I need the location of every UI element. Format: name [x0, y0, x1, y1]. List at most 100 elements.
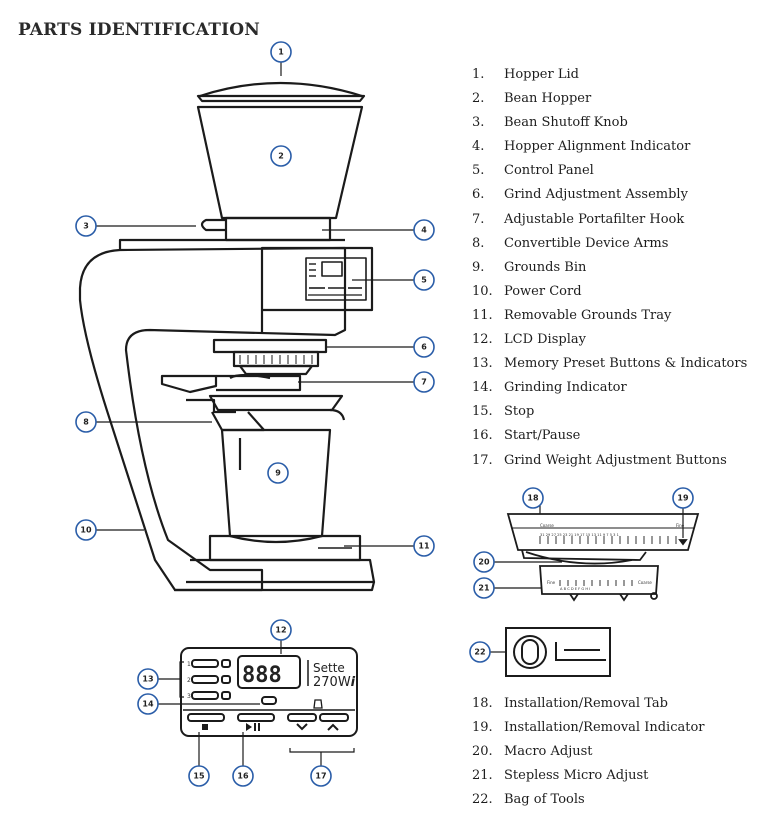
part-number: 7. [472, 211, 485, 227]
part-list-item: 3.Bean Shutoff Knob [472, 111, 747, 135]
callout-12: 12 [275, 626, 286, 635]
part-number: 17. [472, 452, 493, 468]
part-label: Power Cord [504, 283, 582, 299]
part-label: Adjustable Portafilter Hook [504, 211, 685, 227]
callout-19: 19 [677, 494, 689, 503]
part-number: 21. [472, 768, 493, 784]
part-number: 13. [472, 356, 493, 372]
scale-fine-top: Fine [676, 523, 685, 528]
part-list-item: 20. Macro Adjust [472, 740, 704, 764]
callout-15: 15 [193, 772, 205, 781]
callout-4-circle [413, 219, 435, 241]
callout-circles [75, 41, 694, 787]
part-label: Removable Grounds Tray [504, 307, 672, 323]
part-list-item: 5.Control Panel [472, 159, 747, 183]
part-label: Convertible Device Arms [504, 235, 669, 251]
callout-5-circle [413, 269, 435, 291]
preset-2-label: 2 [187, 677, 191, 684]
part-number: 15. [472, 404, 493, 420]
callout-15-circle [188, 765, 210, 787]
part-list-item: 13.Memory Preset Buttons & Indicators [472, 352, 747, 376]
part-number: 9. [472, 259, 485, 275]
part-number: 5. [472, 163, 485, 179]
callout-20: 20 [478, 558, 490, 567]
part-list-item: 12. LCD Display [472, 328, 747, 352]
callout-3-circle [75, 215, 97, 237]
part-label: Grinding Indicator [504, 380, 627, 396]
scale-coarse-bottom: Coarse [638, 580, 652, 585]
callout-1-circle [270, 41, 292, 63]
callout-11: 11 [418, 542, 430, 551]
callout-3: 3 [83, 222, 89, 231]
callout-9-circle [267, 462, 289, 484]
callout-10: 10 [80, 526, 92, 535]
callout-13: 13 [142, 675, 153, 684]
part-number: 16. [472, 428, 493, 444]
part-label: Installation/Removal Indicator [504, 720, 705, 736]
part-label: Bean Hopper [504, 91, 592, 107]
scale-icon [313, 699, 323, 709]
part-list-item: 10.Power Cord [472, 280, 747, 304]
callout-20-circle [473, 551, 495, 573]
part-list-item: 11.Removable Grounds Tray [472, 304, 747, 328]
brand-line-2: 270Wi [313, 675, 356, 690]
part-number: 1. [472, 67, 485, 82]
callout-5: 5 [421, 276, 427, 285]
callout-11-circle [413, 535, 435, 557]
part-list-item: 6. Grind Adjustment Assembly [472, 183, 747, 207]
callout-8-circle [75, 411, 97, 433]
scale-top-numbers: 31 29 27 25 23 21 19 17 15 13 11 9 7 5 3… [540, 533, 619, 537]
part-label: Grind Weight Adjustment Buttons [504, 452, 727, 468]
part-number: 20. [472, 744, 493, 760]
chevron-up-icon [327, 723, 339, 731]
callout-4: 4 [421, 226, 427, 235]
part-label: LCD Display [504, 332, 586, 348]
part-label: Hopper Lid [504, 67, 579, 82]
grinder-drawing [78, 81, 376, 592]
callout-8: 8 [83, 418, 89, 427]
grind-assembly-drawing [494, 503, 700, 602]
part-list-item: 4. Hopper Alignment Indicator [472, 135, 747, 159]
part-list-item: 16. Start/Pause [472, 424, 747, 448]
callout-18-circle [522, 487, 544, 509]
scale-coarse-top: Coarse [540, 523, 554, 528]
part-number: 18. [472, 696, 493, 711]
callout-13-circle [137, 668, 159, 690]
part-list-item: 1. Hopper Lid [472, 63, 747, 87]
scale-fine-bottom: Fine [547, 580, 556, 585]
part-number: 12. [472, 332, 493, 348]
page-title: PARTS IDENTIFICATION [18, 20, 260, 40]
part-list-item: 14. Grinding Indicator [472, 376, 747, 400]
part-list-item: 2.Bean Hopper [472, 87, 747, 111]
part-label: Grind Adjustment Assembly [504, 187, 688, 203]
part-label: Hopper Alignment Indicator [504, 139, 691, 155]
callout-16-circle [232, 765, 254, 787]
play-icon [246, 723, 252, 731]
callout-22: 22 [474, 648, 485, 657]
preset-3-label: 3 [187, 693, 191, 700]
part-list-item: 8. Convertible Device Arms [472, 232, 747, 256]
part-number: 4. [472, 139, 485, 155]
part-number: 14. [472, 380, 493, 396]
callout-17: 17 [315, 772, 326, 781]
preset-1-label: 1 [187, 661, 191, 668]
callout-12-circle [270, 619, 292, 641]
part-list-item: 18.Installation/Removal Tab [472, 692, 704, 716]
part-label: Bag of Tools [504, 792, 585, 808]
part-number: 6. [472, 187, 485, 203]
callout-6-circle [413, 336, 435, 358]
part-label: Macro Adjust [504, 744, 593, 760]
part-number: 8. [472, 235, 485, 251]
part-label: Bean Shutoff Knob [504, 115, 628, 131]
part-number: 22. [472, 792, 493, 808]
brand-line-1: Sette [313, 661, 345, 675]
lcd-panel-drawing [158, 638, 358, 767]
part-list-item: 15. Stop [472, 400, 747, 424]
callout-1: 1 [278, 48, 284, 57]
part-label: Stop [504, 404, 535, 420]
part-label: Start/Pause [504, 428, 581, 444]
lcd-digits: 888 [242, 663, 282, 688]
callout-9: 9 [275, 469, 281, 478]
